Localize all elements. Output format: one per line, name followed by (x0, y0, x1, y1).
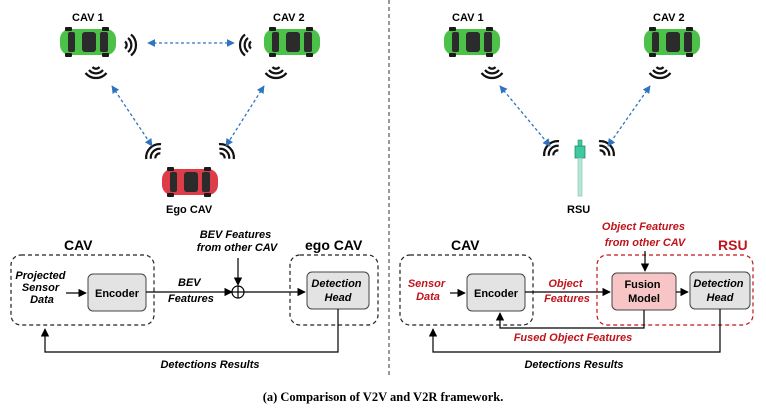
wireless-signal-icon (264, 65, 288, 80)
ego-cav-box (289, 254, 379, 326)
cav-box-title: CAV (64, 237, 93, 253)
sum-node-icon (231, 285, 245, 299)
fusion-model-label: Fusion Model (624, 279, 663, 305)
v2v-panel: CAV 1 CAV 2 Ego CAV CAV Projected Sensor… (10, 12, 379, 371)
cav-box-title: CAV (451, 237, 480, 253)
cav1-car (60, 27, 116, 57)
figure-caption: (a) Comparison of V2V and V2R framework. (263, 390, 504, 404)
encoder-label: Encoder (474, 288, 519, 300)
cav-box (10, 254, 155, 326)
cav2-label: CAV 2 (653, 12, 685, 24)
rsu-pole-icon (574, 139, 586, 197)
cav1-label: CAV 1 (452, 12, 484, 24)
object-from-other-label: Object Features from other CAV (602, 221, 688, 249)
cav2-car (644, 27, 700, 57)
wireless-signal-icon (648, 65, 672, 80)
wireless-signal-icon (238, 33, 253, 57)
detections-feedback-arrow (40, 309, 339, 353)
cav-box (399, 254, 534, 326)
fused-object-features-label: Fused Object Features (514, 332, 633, 344)
rsu-box-title: RSU (718, 237, 748, 253)
ego-cav-box-title: ego CAV (305, 237, 363, 253)
cav1-car (444, 27, 500, 57)
v2v-link-cav1-ego (111, 85, 153, 147)
v2r-link-cav2-rsu (607, 85, 651, 147)
ego-car (162, 167, 218, 197)
encoder-label: Encoder (95, 288, 140, 300)
wireless-signal-icon (593, 136, 619, 162)
cav2-car (264, 27, 320, 57)
rsu-label: RSU (567, 204, 590, 216)
wireless-signal-icon (141, 139, 167, 165)
cav1-label: CAV 1 (72, 12, 104, 24)
bev-features-label: BEV Features (168, 277, 214, 305)
sensor-data-label: Sensor Data (408, 278, 448, 303)
detection-head-label: Detection Head (311, 278, 364, 304)
projected-sensor-data: Projected Sensor Data (15, 270, 68, 306)
object-features-label: Object Features (544, 278, 590, 305)
ego-cav-label: Ego CAV (166, 204, 213, 216)
detections-results-label: Detections Results (524, 359, 623, 371)
wireless-signal-icon (213, 139, 239, 165)
wireless-signal-icon (480, 65, 504, 80)
detections-results-label: Detections Results (160, 359, 259, 371)
detections-feedback-arrow (428, 309, 721, 353)
cav2-label: CAV 2 (273, 12, 305, 24)
v2r-panel: CAV 1 CAV 2 RSU CAV Sensor Data Encoder … (399, 12, 754, 371)
fused-features-feedback-arrow (495, 310, 645, 329)
bev-from-other-label: BEV Features from other CAV (197, 229, 279, 254)
wireless-signal-icon (84, 65, 108, 80)
v2v-link-cav2-ego (225, 85, 265, 147)
detection-head-label: Detection Head (693, 278, 746, 304)
wireless-signal-icon (123, 33, 138, 57)
v2r-link-cav1-rsu (499, 85, 551, 147)
wireless-signal-icon (539, 136, 565, 162)
rsu-box (596, 254, 754, 326)
